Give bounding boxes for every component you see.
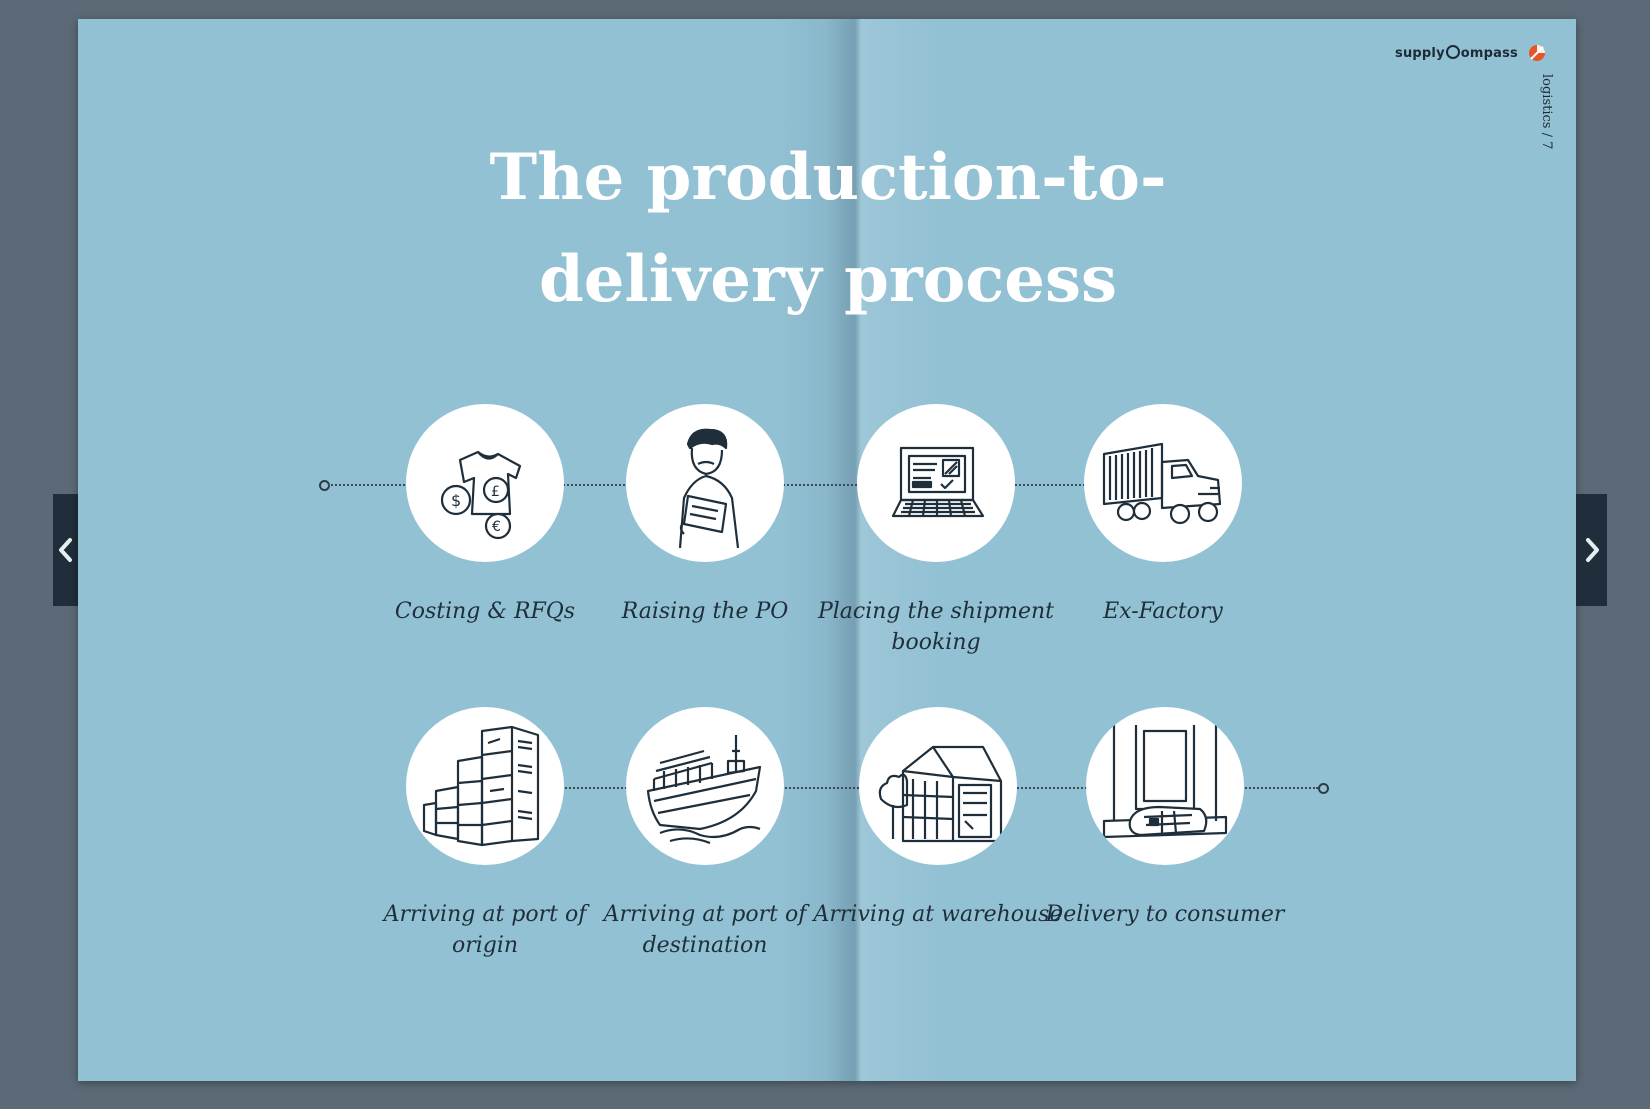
warehouse-icon (878, 745, 1003, 843)
brand-mark-icon (1529, 45, 1545, 61)
truck-icon (1102, 442, 1222, 525)
step-label: Costing & RFQs (394, 599, 576, 624)
step-ex-factory: Ex-Factory (1033, 404, 1293, 627)
step-circle (1086, 707, 1244, 865)
step-port-origin: Arriving at port of origin (355, 707, 615, 961)
svg-text:€: € (492, 519, 501, 535)
svg-text:$: $ (451, 491, 461, 510)
step-circle (406, 707, 564, 865)
step-label: Placing the shipment booking (817, 599, 1055, 655)
timeline-end-dot (1318, 783, 1329, 794)
section-page-label: logistics / 7 (1539, 74, 1554, 150)
step-label: Arriving at warehouse (813, 902, 1063, 927)
money-shirt-icon: $ £ € (440, 450, 522, 540)
svg-text:£: £ (491, 484, 500, 500)
step-raising-po: Raising the PO (575, 404, 835, 627)
step-circle (859, 707, 1017, 865)
cargo-ship-icon (646, 735, 762, 845)
title-line-1: The production-to- (489, 140, 1167, 215)
chevron-right-icon (1585, 538, 1599, 562)
parcel-doorstep-icon (1102, 725, 1228, 839)
step-label: Delivery to consumer (1045, 902, 1285, 927)
step-circle: $ £ € (406, 404, 564, 562)
step-port-destination: Arriving at port of destination (575, 707, 835, 961)
previous-page-button[interactable] (53, 494, 79, 606)
page-title: The production-to- delivery process (78, 127, 1576, 331)
step-circle (857, 404, 1015, 562)
step-delivery-consumer: Delivery to consumer (1035, 707, 1295, 930)
containers-icon (422, 725, 540, 847)
step-label: Arriving at port of destination (603, 902, 807, 958)
step-label: Ex-Factory (1103, 599, 1223, 624)
step-shipment-booking: Placing the shipment booking (806, 404, 1066, 658)
person-clipboard-icon (678, 428, 740, 548)
next-page-button[interactable] (1576, 494, 1607, 606)
step-warehouse: Arriving at warehouse (808, 707, 1068, 930)
step-circle (626, 707, 784, 865)
step-label: Raising the PO (621, 599, 789, 624)
step-circle (626, 404, 784, 562)
chevron-left-icon (59, 538, 72, 562)
step-label: Arriving at port of origin (383, 902, 587, 958)
title-line-2: delivery process (538, 242, 1118, 317)
step-circle (1084, 404, 1242, 562)
laptop-icon (891, 446, 985, 518)
step-costing-rfqs: $ £ € Costing & RFQs (355, 404, 615, 627)
